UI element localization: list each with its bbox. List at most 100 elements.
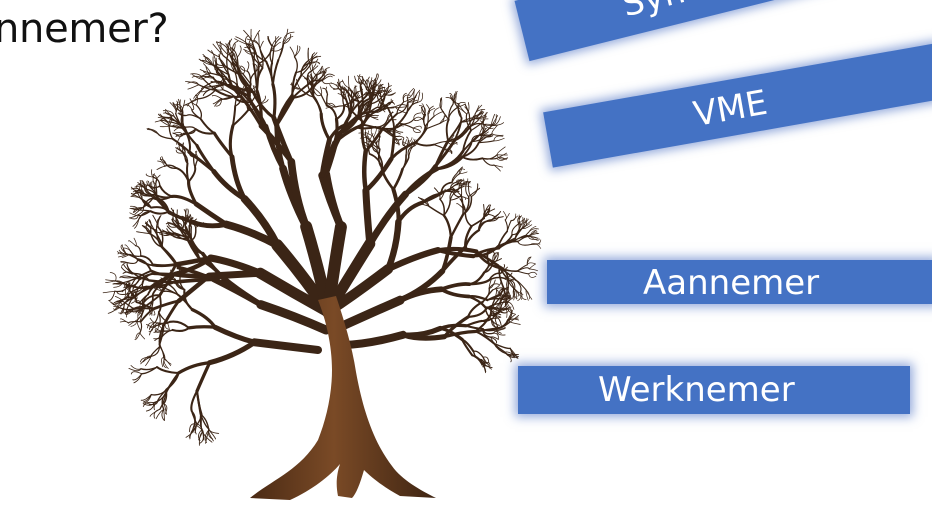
tree-branch [189,428,195,440]
tree-branch [122,248,130,255]
tree-branch [214,99,222,107]
tree-branch [277,41,284,61]
tree-branch [149,317,158,324]
tree-branch [400,332,447,341]
tree-branch [152,214,160,229]
tree-branch [414,141,435,147]
tree-branch [157,294,162,314]
tree-branch [529,236,540,241]
tree-branch [396,101,409,115]
tree-branch [168,116,184,130]
tree-branch [505,352,515,359]
slide-title: nnemer? [0,6,169,52]
tree-branch [440,97,443,109]
tree-branch [146,129,159,135]
tree-branch [128,318,139,326]
tree-branch [375,119,388,128]
tree-branch [118,306,125,314]
tree-branch [364,79,368,90]
tree-branch [386,106,396,130]
tree-branch [223,64,240,75]
tree-branch [270,46,284,52]
tree-branch [226,54,230,76]
tree-branch [140,182,148,190]
tree-branch [377,148,383,169]
tree-branch [255,52,264,69]
tree-branch [130,371,143,375]
tree-branch [385,101,394,107]
tree-branch [407,94,417,103]
tree-branch [153,408,161,419]
tree-branch [126,284,147,289]
tree-branch [460,117,477,123]
tree-branch [154,336,163,342]
tree-branch [114,296,124,302]
tree-branch [163,358,167,369]
tree-branch [514,289,519,297]
tree-branch [138,312,142,322]
tree-branch [488,279,496,289]
tree-branch [396,200,424,224]
tree-branch [493,164,501,172]
tree-branch [203,55,214,66]
tree-branch [195,361,212,393]
tree-branch [511,223,520,236]
tree-branch [296,78,301,90]
tree-branch [478,140,495,144]
tree-branch [312,95,323,116]
tree-branch [439,114,447,124]
tree-branch [144,280,176,289]
tree-branch [381,112,399,130]
tree-branch [148,322,155,332]
aannemer-label: Aannemer [643,263,820,303]
tree-branch [231,104,237,127]
tree-branch [500,294,511,300]
tree-branch [210,276,264,308]
tree-branch [433,144,445,150]
tree-branch [130,318,139,327]
tree-branch [407,89,415,99]
tree-branch [484,306,498,318]
tree-branch [471,246,501,258]
tree-branch [207,339,258,366]
tree-branch [453,117,463,142]
tree-branch [438,323,468,331]
tree-branch [158,343,165,359]
tree-branch [157,113,170,119]
tree-branch [529,236,539,239]
tree-branch [118,249,128,255]
tree-branch [151,299,181,311]
tree-branch [528,268,539,272]
tree-branch [359,84,364,98]
tree-branch [113,301,122,307]
tree-branch [271,82,277,120]
tree-branch [308,61,321,65]
tree-branch [233,62,242,77]
tree-branch [373,126,377,138]
tree-branch [124,310,134,314]
tree-branch [158,184,173,198]
tree-branch [293,56,298,74]
tree-branch [448,103,454,121]
werknemer-label: Werknemer [598,370,795,410]
tree-branch [340,330,408,349]
tree-branch [497,307,506,314]
tree-branch [107,306,119,314]
tree-branch [491,318,497,329]
tree-branch [113,304,123,310]
tree-branch [529,230,538,237]
tree-branch [235,36,250,46]
tree-branch [246,70,252,85]
tree-branch [426,114,429,130]
tree-branch [424,115,435,128]
tree-branch [246,35,252,48]
tree-branch [202,77,217,91]
tree-branch [402,138,404,146]
tree-branch [194,86,205,100]
tree-branch [335,104,346,121]
tree-branch [181,142,184,153]
tree-branch [484,204,490,216]
tree-branch [273,37,282,48]
